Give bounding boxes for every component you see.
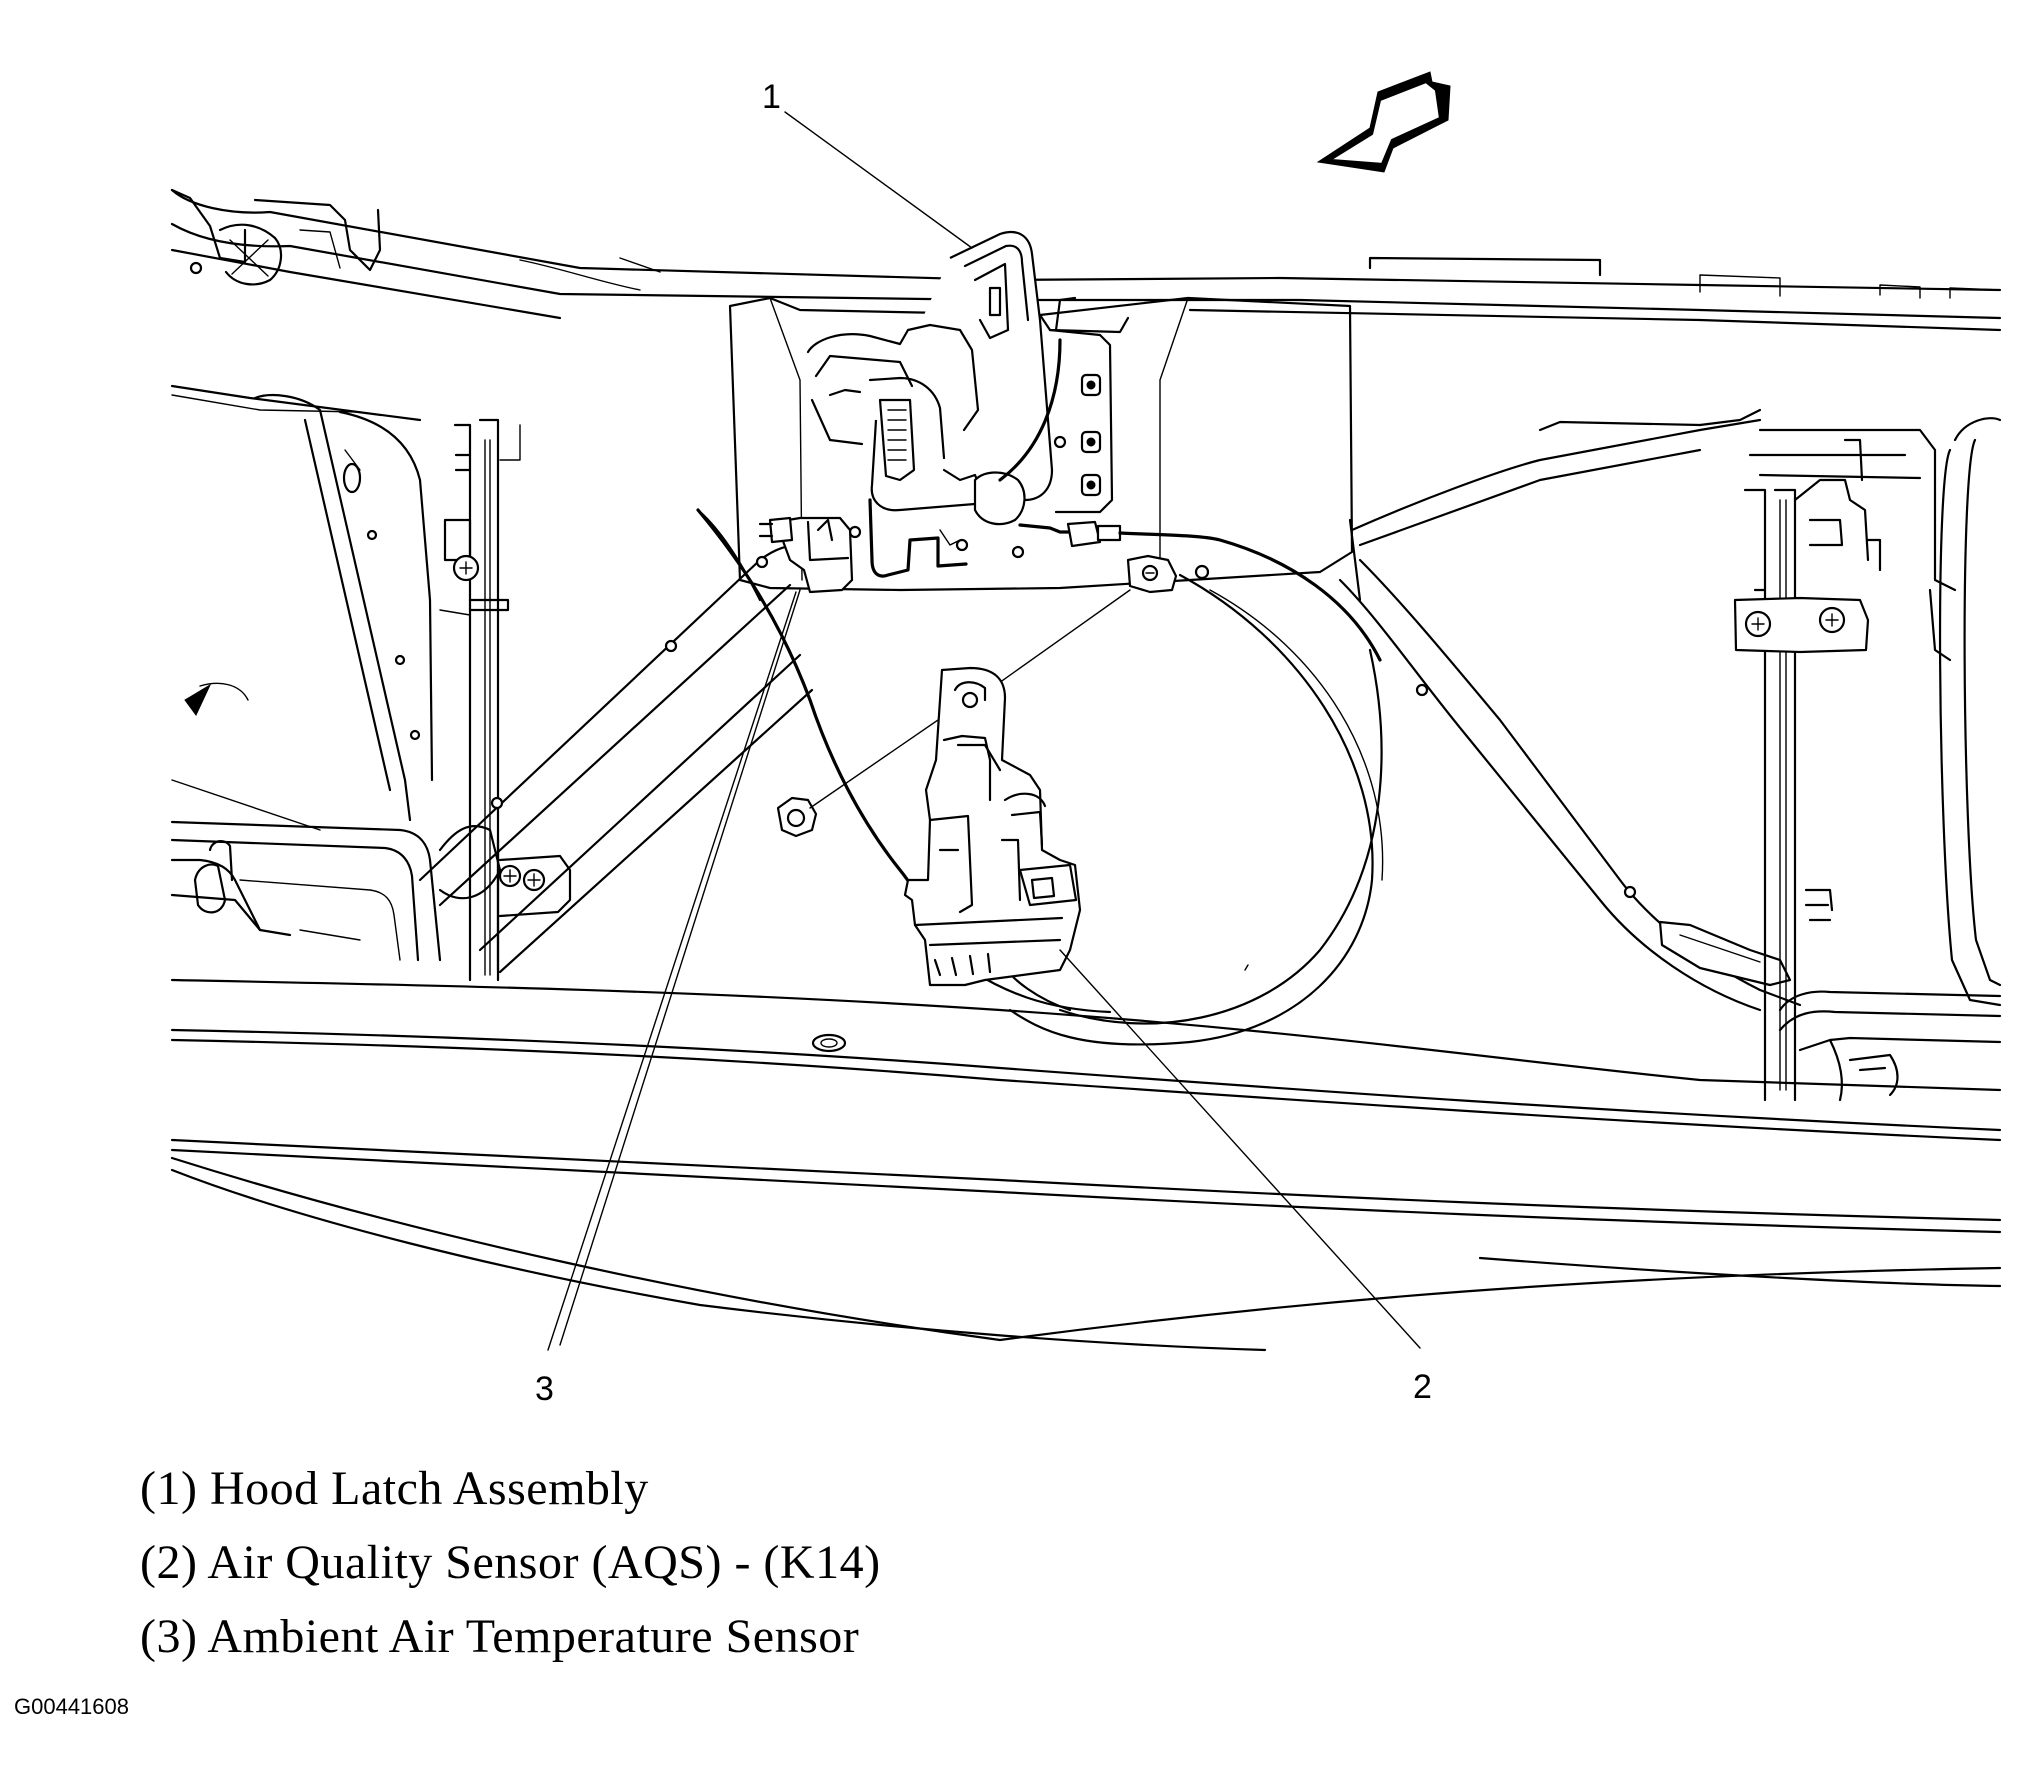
callout-leaders bbox=[547, 111, 1421, 1351]
aqs-mounting-bracket bbox=[974, 554, 1210, 701]
callout-number-3: 3 bbox=[535, 1370, 554, 1408]
left-upper-bracket bbox=[170, 188, 382, 286]
legend: (1) Hood Latch Assembly (2) Air Quality … bbox=[140, 1452, 881, 1674]
right-headlamp-housing bbox=[1778, 417, 2002, 1102]
right-headlamp-frame bbox=[1733, 428, 1957, 1102]
hood-latch-assembly bbox=[755, 230, 1114, 578]
hood-release-cable bbox=[1018, 520, 1383, 1025]
legend-item-ambient-air-temperature-sensor: (3) Ambient Air Temperature Sensor bbox=[140, 1610, 860, 1663]
figure-id: G00441608 bbox=[14, 1694, 129, 1719]
right-diagonal-brace bbox=[1338, 408, 1802, 1012]
latch-support-plate bbox=[728, 296, 1362, 602]
callout-number-2: 2 bbox=[1413, 1368, 1432, 1406]
left-lower-bracket bbox=[498, 854, 572, 918]
air-quality-sensor bbox=[903, 666, 1082, 987]
legend-item-air-quality-sensor: (2) Air Quality Sensor (AQS) - (K14) bbox=[140, 1536, 881, 1589]
ambient-air-temperature-sensor bbox=[758, 516, 854, 594]
left-headlamp-housing bbox=[170, 779, 442, 962]
forward-direction-arrow bbox=[1316, 71, 1451, 173]
legend-item-hood-latch-assembly: (1) Hood Latch Assembly bbox=[140, 1462, 649, 1515]
left-support-pillar bbox=[253, 394, 434, 822]
radiator-support-upper-rail bbox=[170, 188, 2002, 422]
callout-number-1: 1 bbox=[762, 78, 781, 116]
lower-bumper-beam bbox=[170, 964, 2002, 1352]
fan-shroud-outline bbox=[1008, 573, 1384, 1046]
